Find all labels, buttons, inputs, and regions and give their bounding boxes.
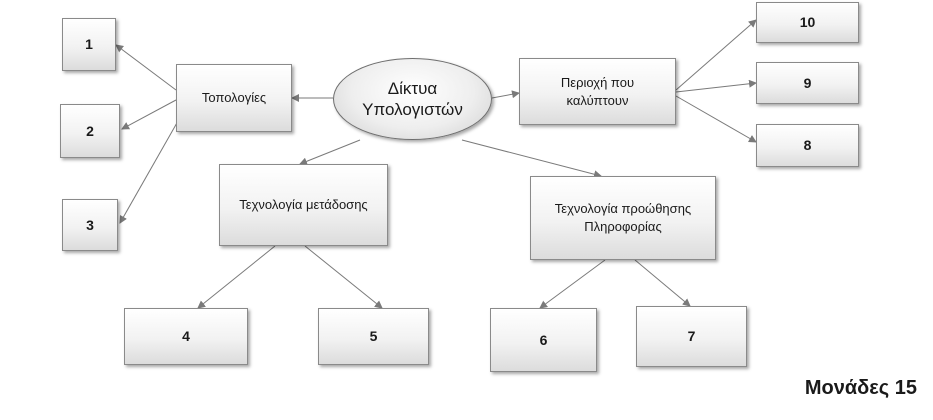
blank-box-9[interactable]: 9	[756, 62, 859, 104]
blank-box-8-number: 8	[803, 137, 812, 154]
arrow-forwarding-to-7	[634, 259, 691, 307]
blank-box-7-number: 7	[687, 328, 696, 345]
arrow-area-to-10	[675, 19, 757, 91]
blank-box-3-number: 3	[86, 216, 94, 233]
arrow-transmission-to-5	[304, 245, 383, 309]
blank-box-4-number: 4	[182, 328, 190, 345]
arrow-transmission-to-4	[197, 245, 276, 309]
blank-box-5[interactable]: 5	[318, 308, 429, 365]
arrow-area-to-8	[675, 95, 757, 143]
blank-box-6[interactable]: 6	[490, 308, 597, 372]
marks-label: Μονάδες 15	[804, 377, 917, 399]
center-node-line2: Υπολογιστών	[362, 100, 463, 119]
blank-box-10-number: 10	[799, 14, 816, 31]
node-forwarding-technology-line2: Πληροφορίας	[584, 219, 662, 234]
blank-box-2-number: 2	[86, 122, 94, 139]
arrow-forwarding-to-6	[539, 259, 606, 309]
arrow-topologies-to-1	[115, 44, 177, 91]
arrow-topologies-to-2	[121, 99, 177, 130]
node-coverage-area: Περιοχή που καλύπτουν	[519, 58, 676, 125]
blank-box-10[interactable]: 10	[756, 2, 859, 43]
blank-box-1-number: 1	[85, 36, 93, 53]
blank-box-4[interactable]: 4	[124, 308, 248, 365]
node-coverage-area-line2: καλύπτουν	[566, 92, 629, 108]
blank-box-3[interactable]: 3	[62, 199, 118, 251]
blank-box-9-number: 9	[803, 74, 812, 91]
node-topologies-label: Τοπολογίες	[201, 90, 267, 106]
arrow-center-to-transmission	[299, 139, 361, 166]
node-transmission-technology-label: Τεχνολογία μετάδοσης	[239, 197, 368, 213]
arrow-center-to-forwarding	[461, 139, 602, 179]
node-coverage-area-line1: Περιοχή που	[560, 74, 635, 90]
arrow-topologies-to-3	[119, 113, 183, 224]
node-topologies: Τοπολογίες	[176, 64, 292, 132]
blank-box-6-number: 6	[539, 331, 548, 348]
blank-box-1[interactable]: 1	[62, 18, 116, 71]
blank-box-7[interactable]: 7	[636, 306, 747, 367]
center-node-computer-networks: Δίκτυα Υπολογιστών	[333, 58, 492, 140]
node-transmission-technology: Τεχνολογία μετάδοσης	[219, 164, 388, 246]
center-node-line1: Δίκτυα	[387, 78, 438, 98]
node-forwarding-technology-line1: Τεχνολογία προώθησης	[554, 201, 692, 217]
blank-box-2[interactable]: 2	[60, 104, 120, 158]
arrow-area-to-9	[675, 79, 757, 93]
arrow-center-to-area	[491, 90, 520, 99]
node-forwarding-technology: Τεχνολογία προώθησης Πληροφορίας	[530, 176, 716, 260]
blank-box-5-number: 5	[369, 328, 378, 345]
blank-box-8[interactable]: 8	[756, 124, 859, 167]
